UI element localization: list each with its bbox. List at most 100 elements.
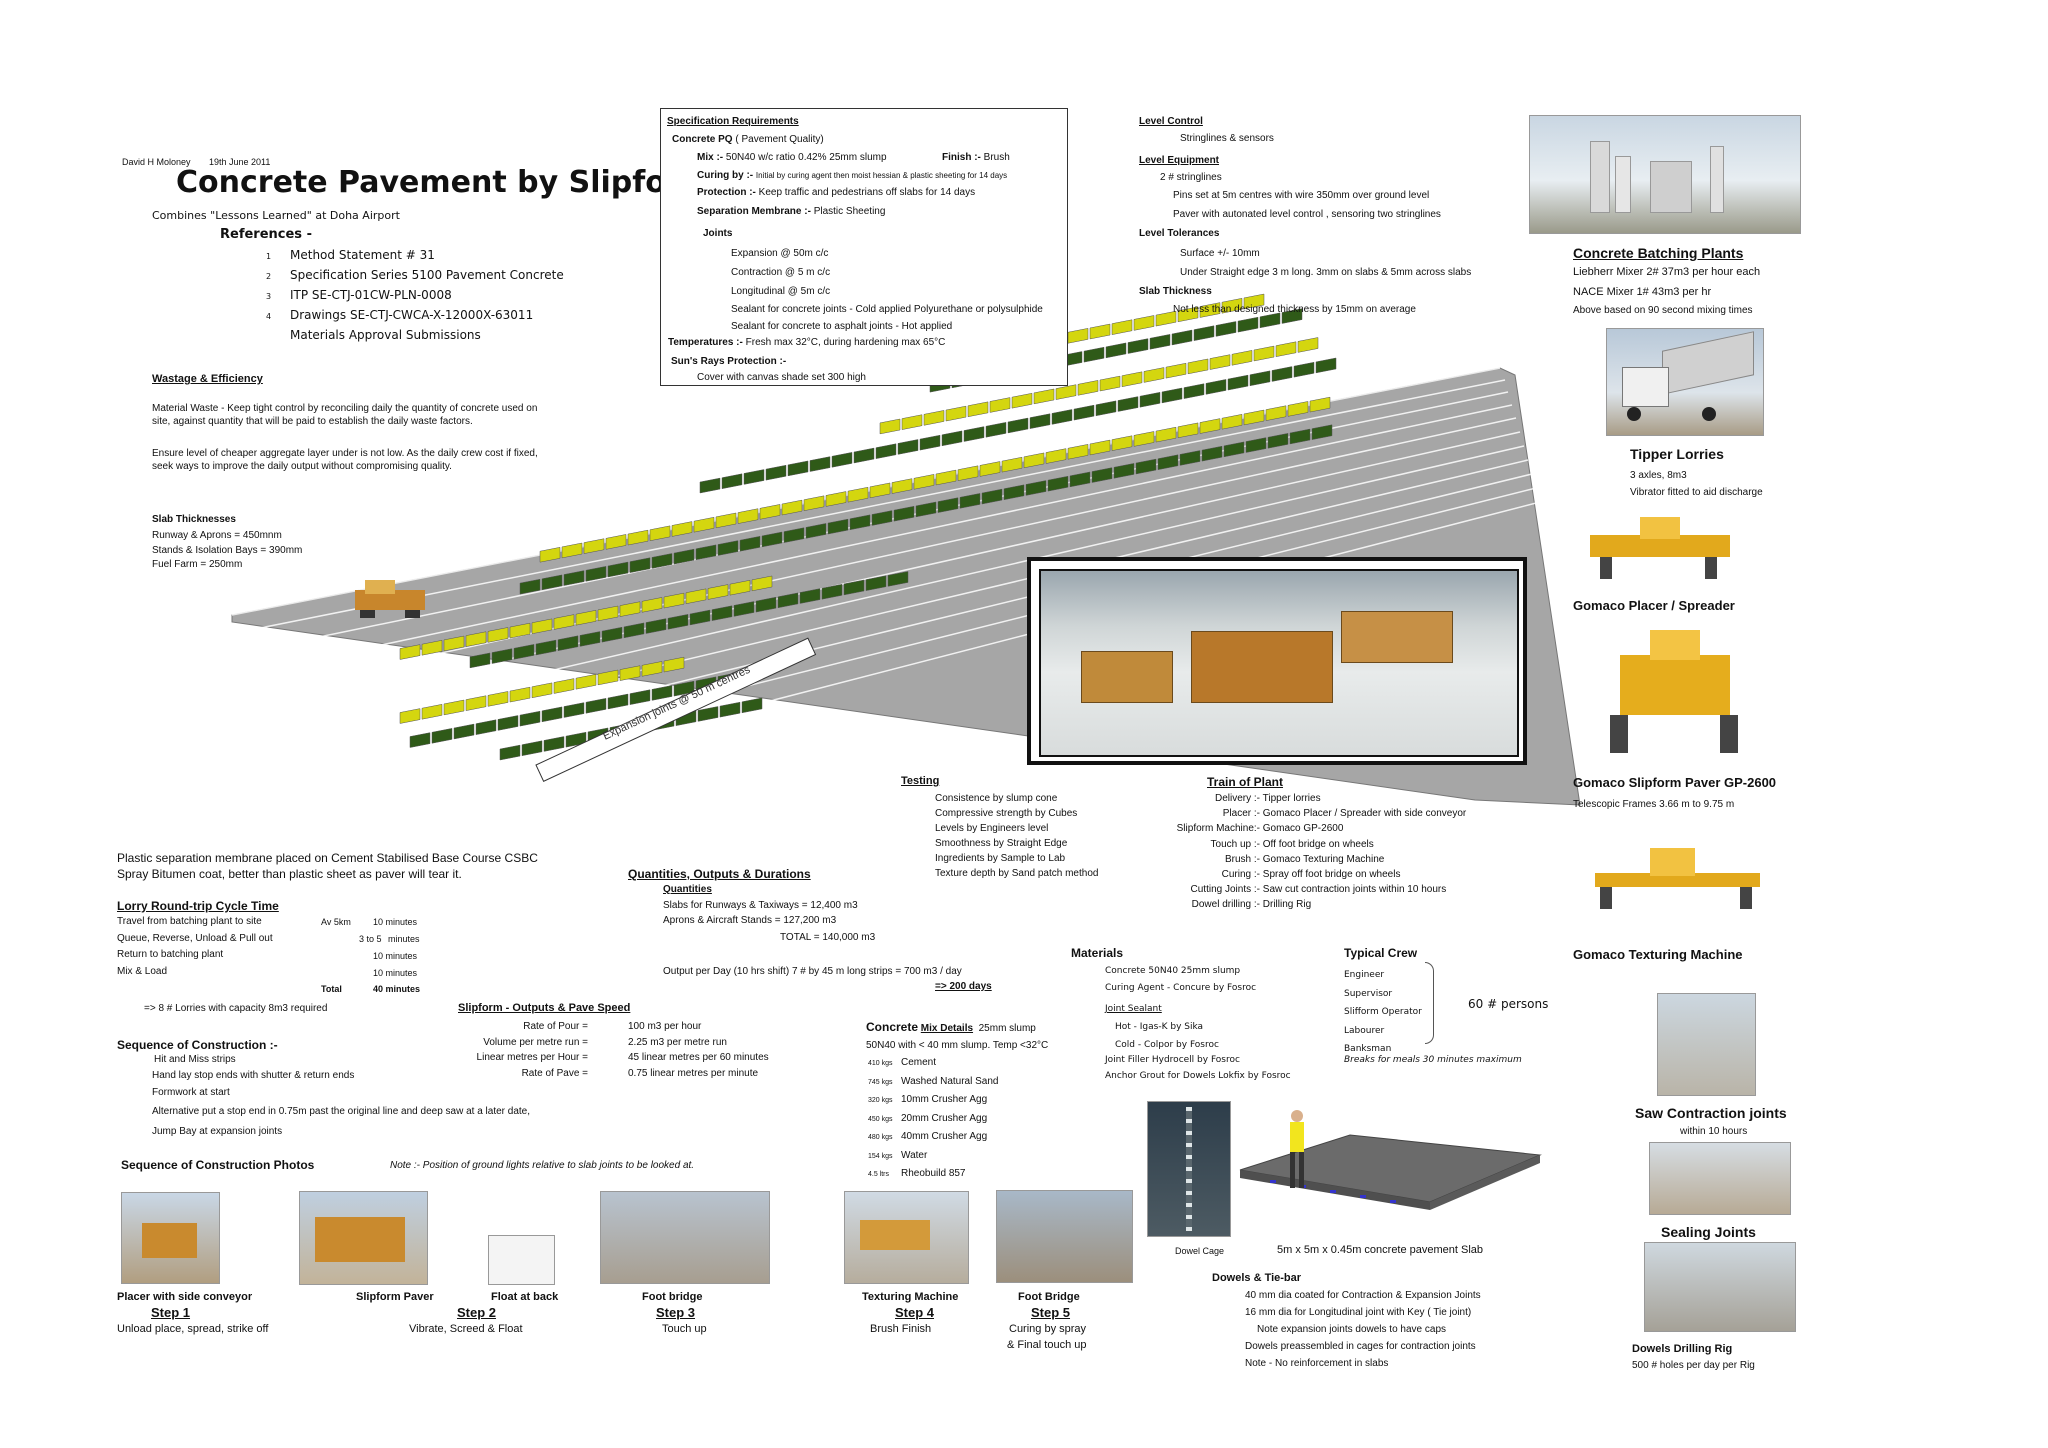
slab-tile — [825, 491, 847, 507]
slab-tile — [399, 708, 421, 724]
slab-tile — [717, 540, 739, 556]
slab-tile — [1275, 341, 1297, 357]
slab-tile — [967, 401, 989, 418]
slab-tile — [1023, 452, 1045, 469]
batching-heading: Concrete Batching Plants — [1573, 245, 1744, 261]
slab-tile — [963, 426, 985, 442]
paver-icon — [355, 580, 425, 618]
slab-tile — [1127, 338, 1149, 354]
wastage-heading: Wastage & Efficiency — [152, 373, 263, 385]
slab-tile — [737, 508, 759, 524]
specification-box — [660, 108, 1068, 386]
slab-thickness-line: Runway & Aprons = 450mnm — [152, 530, 282, 541]
slab-tile — [607, 693, 629, 710]
slab-tile — [697, 706, 719, 722]
slab-tile — [499, 744, 521, 761]
slab-tile — [1187, 358, 1209, 375]
slab-tile — [741, 697, 763, 714]
slab-tile — [601, 626, 623, 643]
slab-tile — [827, 518, 849, 535]
slab-tile — [1243, 293, 1265, 310]
slab-tile — [919, 434, 941, 451]
slab-tile — [541, 574, 563, 591]
slab-tile — [1311, 424, 1333, 440]
slab-tile — [641, 661, 663, 677]
slab-tile — [847, 486, 869, 503]
slab-tile — [535, 639, 557, 656]
slab-tile — [487, 627, 509, 643]
slab-tile — [597, 605, 619, 622]
slab-tile — [1201, 445, 1223, 462]
slab-tile — [443, 635, 465, 652]
slab-tile — [1179, 450, 1201, 466]
slab-tile — [1221, 298, 1243, 314]
slab-tile — [985, 422, 1007, 438]
slab-tile — [519, 710, 541, 727]
slab-tile — [923, 410, 945, 426]
float-photo — [488, 1235, 555, 1285]
step2-photo — [299, 1191, 428, 1285]
slab-tile — [1089, 439, 1111, 456]
slab-tile — [751, 575, 773, 592]
slab-tile — [1089, 323, 1111, 340]
slab-tile — [781, 499, 803, 516]
slab-tile — [1121, 371, 1143, 388]
slab-tile — [465, 695, 487, 711]
slab-tile — [1091, 467, 1113, 483]
slab-tile — [1237, 316, 1259, 333]
slab-tile — [531, 618, 553, 635]
slab-tile — [671, 521, 693, 537]
step1-photo — [121, 1192, 220, 1284]
slab-tile — [1073, 404, 1095, 421]
slab-tile — [805, 523, 827, 539]
slab-tile — [1025, 480, 1047, 496]
slab-tile — [1287, 401, 1309, 417]
slab-illustration — [1239, 1110, 1542, 1210]
slab-tile — [1259, 312, 1281, 329]
slab-tile — [1171, 329, 1193, 346]
slab-tile — [619, 601, 641, 617]
train-of-plant-list: Delivery :- Tipper lorries Placer :- Gom… — [1176, 793, 1467, 911]
slab-tile — [597, 669, 619, 686]
slab-tile — [1007, 417, 1029, 434]
slab-tile — [1199, 302, 1221, 318]
slab-tile — [699, 477, 721, 494]
slab-tile — [739, 535, 761, 552]
slab-tile — [1069, 471, 1091, 488]
slab-tile — [897, 439, 919, 455]
slab-thickness-line: Stands & Isolation Bays = 390mm — [152, 545, 303, 556]
slab-tile — [509, 686, 531, 703]
slab-tile — [553, 614, 575, 630]
slab-tile — [1149, 334, 1171, 350]
slab-tile — [799, 588, 821, 604]
slab-tile — [605, 534, 627, 550]
slab-tile — [1001, 456, 1023, 473]
slab-tile — [693, 516, 715, 533]
dowel-cage-photo — [1147, 1101, 1231, 1237]
slab-tile — [777, 592, 799, 609]
slab-tile — [865, 575, 887, 591]
slab-tile — [469, 652, 491, 669]
slab-tile — [431, 728, 453, 744]
slipform-outputs: Rate of Pour =100 m3 per hour Volume per… — [476, 1021, 769, 1079]
slab-tile — [575, 673, 597, 690]
slab-tile — [1309, 396, 1331, 413]
slab-tile — [761, 531, 783, 548]
slab-tile — [1177, 306, 1199, 323]
slab-tile — [695, 544, 717, 561]
slab-tile — [539, 546, 561, 563]
slab-tile — [421, 704, 443, 720]
slab-tile — [1165, 362, 1187, 379]
slab-tile — [1067, 444, 1089, 460]
slab-tile — [553, 678, 575, 694]
slab-tile — [649, 525, 671, 542]
saw-joints-photo — [1657, 993, 1756, 1096]
slab-tile — [1183, 383, 1205, 399]
slab-tile — [809, 456, 831, 472]
slab-tile — [1011, 392, 1033, 409]
slab-tile — [409, 732, 431, 748]
slab-tile — [913, 474, 935, 490]
